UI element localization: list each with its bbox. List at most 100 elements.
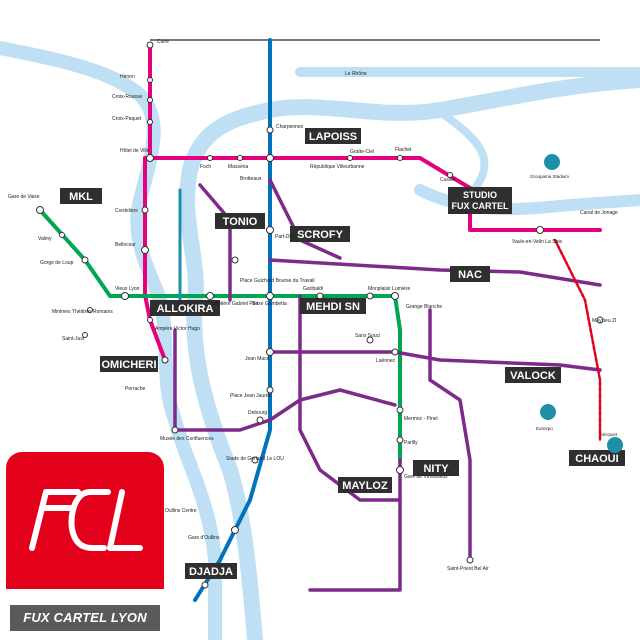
eurexpo-icon xyxy=(540,404,556,420)
station-dot[interactable] xyxy=(171,426,179,434)
line-tram-red xyxy=(553,238,602,442)
line-purple-6 xyxy=(428,308,472,562)
station-label: Stade de Gerland Le LOU xyxy=(226,456,284,462)
station-dot[interactable] xyxy=(366,292,374,300)
station-label: Minimes Théâtres Romains xyxy=(52,309,113,315)
station-dot[interactable] xyxy=(347,155,353,161)
line-purple-7 xyxy=(268,178,342,260)
station-label: Saint-Priest Bel Air xyxy=(447,566,489,572)
station-dot[interactable] xyxy=(596,316,604,324)
station-dot[interactable] xyxy=(141,206,149,214)
district-tag[interactable]: ALLOKIRA xyxy=(150,300,220,316)
station-label: Flachet xyxy=(395,147,412,153)
station-dot[interactable] xyxy=(82,332,88,338)
district-tag[interactable]: NAC xyxy=(450,266,490,282)
district-label: ALLOKIRA xyxy=(157,303,214,315)
station-dot[interactable] xyxy=(146,41,154,49)
district-label: DJADJA xyxy=(189,566,233,578)
station-dot[interactable] xyxy=(81,256,89,264)
station-dot[interactable] xyxy=(266,348,274,356)
station-dot[interactable] xyxy=(256,416,264,424)
station-label: Musée des Confluences xyxy=(160,436,214,442)
airport-label: Aéroport xyxy=(600,432,618,437)
line-purple-2 xyxy=(268,350,602,372)
station-dot[interactable] xyxy=(266,226,274,234)
district-tag[interactable]: CHAOUI xyxy=(569,450,625,466)
station-dot[interactable] xyxy=(536,226,544,234)
station-dot[interactable] xyxy=(447,172,453,178)
station-label: Gare de Vaise xyxy=(8,194,40,200)
district-label: STUDIO xyxy=(463,190,497,200)
station-dot[interactable] xyxy=(146,154,154,162)
district-tag[interactable]: TONIO xyxy=(215,213,265,229)
river-branch xyxy=(436,108,489,199)
station-dot[interactable] xyxy=(391,292,399,300)
district-label: OMICHERI xyxy=(102,359,157,371)
airport-badge[interactable]: Aéroport xyxy=(600,432,623,453)
station-dot[interactable] xyxy=(36,206,44,214)
district-tag[interactable]: MEHDI SN xyxy=(300,298,366,314)
district-tag[interactable]: MAYLOZ xyxy=(338,477,392,493)
eurexpo-badge[interactable]: Eurexpo xyxy=(536,404,556,431)
landmarks: Groupama Stadium Eurexpo Aéroport xyxy=(530,154,623,453)
station-dot[interactable] xyxy=(266,292,274,300)
station-dot[interactable] xyxy=(237,155,243,161)
station-dot[interactable] xyxy=(59,232,65,238)
station-dot[interactable] xyxy=(141,246,149,254)
brand-name: FUX CARTEL LYON xyxy=(10,605,160,631)
station-dot[interactable] xyxy=(466,556,474,564)
district-tag[interactable]: LAPOISS xyxy=(305,128,361,144)
station-dot[interactable] xyxy=(397,155,403,161)
station-dot[interactable] xyxy=(147,119,153,125)
river-label-canal: Canal de Jonage xyxy=(580,210,618,216)
station-label: Monplaisir Lumière xyxy=(368,286,410,292)
station-label: Jean Macé xyxy=(245,356,270,362)
station-dot[interactable] xyxy=(201,581,209,589)
station-dot[interactable] xyxy=(266,386,274,394)
station-dot[interactable] xyxy=(391,348,399,356)
station-label: Croix-Rousse xyxy=(112,94,143,100)
station-label: Cuire xyxy=(157,39,169,45)
station-dot[interactable] xyxy=(206,292,214,300)
station-label: Cordeliers xyxy=(115,208,138,214)
station-label: Hôtel de Ville xyxy=(120,148,150,154)
station-dot[interactable] xyxy=(147,317,153,323)
station-dot[interactable] xyxy=(396,466,404,474)
station-dots xyxy=(36,41,604,589)
line-purple-8 xyxy=(198,183,232,302)
station-label: Oullins Centre xyxy=(165,508,197,514)
district-tag[interactable]: SCROFY xyxy=(290,226,350,242)
district-tag[interactable]: NITY xyxy=(413,460,459,476)
station-dot[interactable] xyxy=(231,256,239,264)
district-tag[interactable]: MKL xyxy=(60,188,102,204)
station-label: Perrache xyxy=(125,386,146,392)
station-dot[interactable] xyxy=(396,406,404,414)
station-label: Laënnec xyxy=(376,358,396,364)
district-tag[interactable]: OMICHERI xyxy=(100,356,158,372)
airport-icon xyxy=(607,437,623,453)
station-label: Gare d'Oullins xyxy=(188,535,220,541)
station-label: Part-Dieu xyxy=(275,234,296,240)
station-dot[interactable] xyxy=(251,456,259,464)
station-dot[interactable] xyxy=(266,154,274,162)
station-dot[interactable] xyxy=(161,356,169,364)
district-tag[interactable]: VALOCK xyxy=(505,367,561,383)
district-tag[interactable]: DJADJA xyxy=(185,563,237,579)
station-dot[interactable] xyxy=(147,77,153,83)
station-dot[interactable] xyxy=(266,126,274,134)
stadium-label: Groupama Stadium xyxy=(530,174,569,179)
fcl-logo-icon xyxy=(29,489,143,551)
station-label: Grange Blanche xyxy=(406,304,442,310)
station-dot[interactable] xyxy=(366,336,374,344)
station-dot[interactable] xyxy=(147,97,153,103)
station-dot[interactable] xyxy=(87,307,93,313)
station-dot[interactable] xyxy=(207,155,213,161)
station-label: Masséna xyxy=(228,164,249,170)
station-label: Foch xyxy=(200,164,211,170)
stadium-badge[interactable]: Groupama Stadium xyxy=(530,154,569,179)
station-dot[interactable] xyxy=(231,526,239,534)
station-dot[interactable] xyxy=(396,436,404,444)
station-dot[interactable] xyxy=(121,292,129,300)
station-label: Croix-Paquet xyxy=(112,116,142,122)
